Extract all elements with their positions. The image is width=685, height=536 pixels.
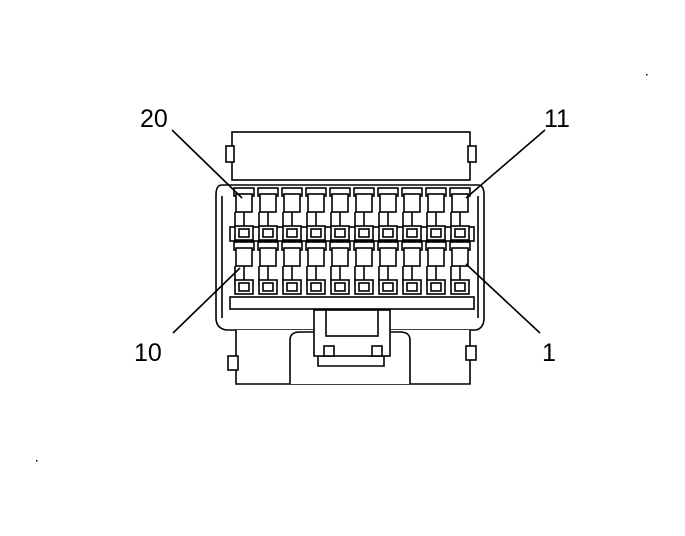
terminal-cavity <box>305 241 327 295</box>
terminal-cavity <box>401 187 423 241</box>
terminal-cavity <box>305 187 327 241</box>
scan-speck <box>36 460 38 462</box>
scan-speck <box>646 74 648 76</box>
pin-label-20: 20 <box>140 105 168 133</box>
terminal-cavity <box>377 241 399 295</box>
terminal-cavity <box>353 241 375 295</box>
terminal-cavity <box>257 241 279 295</box>
terminal-cavity <box>353 187 375 241</box>
terminal-cavity <box>233 187 255 241</box>
terminal-cavity <box>425 241 447 295</box>
terminal-cavity <box>425 187 447 241</box>
callout-leaders <box>171 129 546 334</box>
leader-pin-20 <box>171 129 243 199</box>
terminal-cavity <box>377 187 399 241</box>
terminal-cavity <box>329 187 351 241</box>
leader-pin-1 <box>465 263 541 334</box>
terminal-cavity <box>401 241 423 295</box>
pin-label-11: 11 <box>544 105 570 133</box>
terminal-cavity <box>257 187 279 241</box>
terminal-cavity <box>449 241 471 295</box>
terminal-cavity <box>449 187 471 241</box>
pin-label-10: 10 <box>134 339 162 367</box>
leader-pin-10 <box>172 267 241 334</box>
leader-pin-11 <box>465 129 546 199</box>
terminal-cavity <box>281 187 303 241</box>
terminal-cavity <box>281 241 303 295</box>
terminal-cavity <box>329 241 351 295</box>
terminal-cavities <box>233 187 471 295</box>
pin-label-1: 1 <box>542 339 556 367</box>
terminal-cavity <box>233 241 255 295</box>
